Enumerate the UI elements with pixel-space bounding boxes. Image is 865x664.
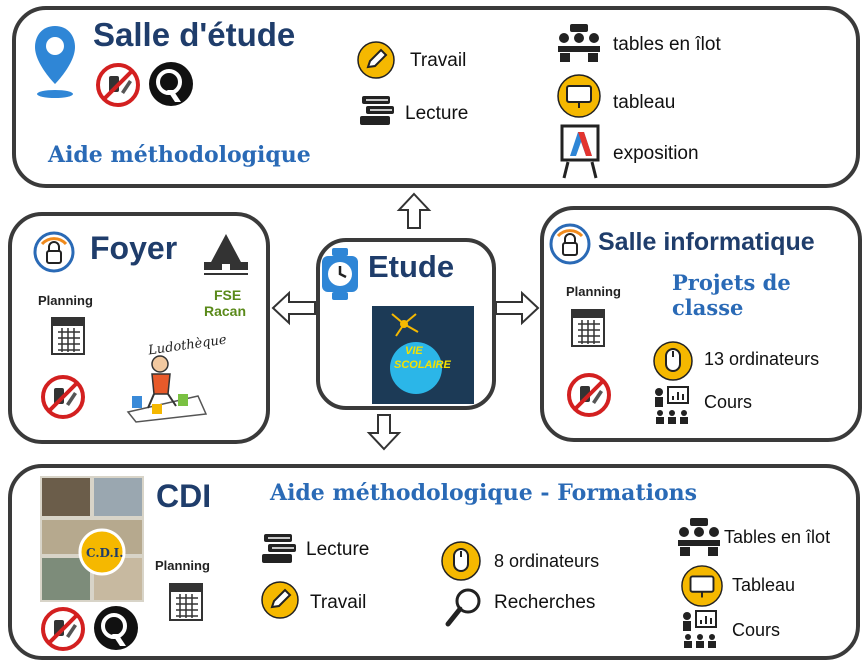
vie-scolaire-badge [372, 306, 474, 404]
cdi-panel [8, 464, 860, 660]
fse-racan-label: Racan [204, 303, 247, 319]
lock-icon [33, 231, 75, 273]
group-table-icon [558, 24, 600, 62]
salle-etude-item-tableau: tableau [613, 92, 676, 113]
no-food-icon [41, 607, 85, 651]
salle-etude-item-tables: tables en îlot [613, 34, 721, 55]
arrow-down-icon [366, 414, 402, 451]
arrow-up-icon [396, 192, 432, 229]
foyer-title: Foyer [90, 230, 178, 266]
calendar-icon [571, 309, 605, 347]
silence-icon [94, 606, 138, 650]
mouse-icon [653, 341, 693, 381]
house-icon [204, 234, 248, 275]
cdi-item-lecture: Lecture [306, 539, 370, 560]
group-table-icon [678, 518, 720, 556]
cdi-planning-label: Planning [155, 558, 210, 573]
ludotheque-illustration [126, 355, 208, 423]
vie-scolaire-line1: VIE [405, 345, 423, 357]
magnifier-icon [445, 588, 481, 627]
arrow-right-icon [495, 290, 540, 326]
cdi-item-travail: Travail [310, 592, 367, 613]
teacher-class-icon [683, 610, 717, 648]
mouse-icon [441, 541, 481, 581]
cdi-subtitle: Aide méthodologique - Formations [270, 480, 698, 506]
salle-info-item-ordinateurs: 13 ordinateurs [704, 349, 820, 369]
salle-etude-item-travail: Travail [410, 50, 467, 71]
cdi-item-tables: Tables en îlot [724, 527, 831, 547]
silence-icon [149, 62, 193, 106]
cdi-item-cours: Cours [732, 620, 781, 640]
books-icon [360, 96, 394, 125]
salle-info-planning-label: Planning [566, 284, 621, 299]
teacher-class-icon [655, 386, 689, 424]
stopwatch-icon [322, 248, 358, 300]
no-food-icon [567, 373, 611, 417]
salle-info-item-cours: Cours [704, 392, 753, 412]
salle-etude-title: Salle d'étude [93, 16, 296, 53]
cdi-item-tableau: Tableau [732, 575, 796, 595]
easel-icon [560, 124, 600, 179]
calendar-icon [51, 317, 85, 355]
cdi-item-recherches: Recherches [494, 592, 596, 613]
pencil-icon [357, 41, 395, 79]
whiteboard-icon [557, 74, 601, 118]
no-food-icon [96, 63, 140, 107]
cdi-photo-label: C.D.I. [86, 546, 124, 560]
pencil-icon [261, 581, 299, 619]
salle-info-title: Salle informatique [598, 228, 815, 256]
salle-etude-subtitle: Aide méthodologique [48, 142, 311, 168]
no-food-icon [41, 375, 85, 419]
salle-etude-item-exposition: exposition [613, 143, 699, 164]
cdi-title: CDI [156, 478, 212, 514]
salle-etude-item-lecture: Lecture [405, 103, 469, 124]
vie-scolaire-line2: SCOLAIRE [394, 359, 451, 371]
etude-title: Etude [368, 249, 455, 284]
whiteboard-icon [681, 565, 723, 607]
lock-icon [549, 223, 591, 265]
salle-info-subtitle: Projets de classe [672, 270, 791, 320]
books-icon [262, 534, 296, 563]
fse-label: FSE [214, 287, 242, 303]
arrow-left-icon [271, 290, 316, 326]
cdi-item-ordinateurs: 8 ordinateurs [494, 551, 600, 571]
foyer-planning-label: Planning [38, 293, 93, 308]
location-pin-icon [35, 26, 75, 98]
calendar-icon [169, 583, 203, 621]
cdi-photo-collage [40, 476, 144, 602]
